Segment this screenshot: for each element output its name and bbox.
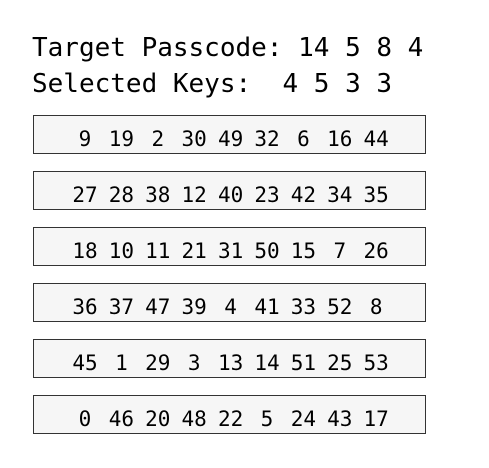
key-button[interactable]: 30 (181, 127, 207, 151)
key-button[interactable]: 45 (72, 351, 98, 375)
key-button[interactable]: 23 (254, 183, 280, 207)
key-button[interactable]: 47 (145, 295, 171, 319)
keypad-row: 45 1 29 3 13 14 51 25 53 (33, 339, 426, 378)
key-button[interactable]: 26 (363, 239, 389, 263)
key-button[interactable]: 29 (145, 351, 171, 375)
key-button[interactable]: 24 (290, 407, 317, 431)
key-button[interactable]: 39 (181, 295, 207, 319)
key-button[interactable]: 51 (290, 351, 317, 375)
key-button[interactable]: 35 (363, 183, 389, 207)
key-button[interactable]: 50 (254, 239, 280, 263)
key-button[interactable]: 10 (108, 239, 135, 263)
key-button[interactable]: 6 (297, 127, 310, 151)
key-button[interactable]: 11 (145, 239, 171, 263)
key-button[interactable]: 41 (254, 295, 280, 319)
key-button[interactable]: 17 (363, 407, 389, 431)
key-button[interactable]: 48 (181, 407, 207, 431)
target-passcode-label: Target Passcode: (32, 33, 283, 63)
key-button[interactable]: 1 (115, 351, 128, 375)
key-button[interactable]: 16 (327, 127, 353, 151)
key-button[interactable]: 7 (333, 239, 347, 263)
key-button[interactable]: 20 (145, 407, 171, 431)
key-button[interactable]: 40 (217, 183, 244, 207)
key-button[interactable]: 2 (151, 127, 165, 151)
selected-keys-label: Selected Keys: (32, 69, 252, 99)
keypad-row: 36 37 47 39 4 41 33 52 8 (33, 283, 426, 322)
target-passcode-line: Target Passcode: 14 5 8 4 (32, 33, 423, 63)
key-button[interactable]: 5 (260, 407, 274, 431)
key-button[interactable]: 49 (217, 127, 244, 151)
keypad-row: 0 46 20 48 22 5 24 43 17 (33, 395, 426, 434)
key-button[interactable]: 9 (78, 127, 92, 151)
keypad-row: 9 19 2 30 49 32 6 16 44 (33, 115, 426, 154)
keypad-row: 27 28 38 12 40 23 42 34 35 (33, 171, 426, 210)
key-button[interactable]: 19 (108, 127, 135, 151)
key-button[interactable]: 44 (363, 127, 389, 151)
key-button[interactable]: 28 (108, 183, 135, 207)
key-button[interactable]: 31 (217, 239, 244, 263)
key-button[interactable]: 34 (327, 183, 353, 207)
key-button[interactable]: 22 (217, 407, 244, 431)
key-button[interactable]: 36 (72, 295, 98, 319)
key-button[interactable]: 32 (254, 127, 280, 151)
keypad-row: 18 10 11 21 31 50 15 7 26 (33, 227, 426, 266)
key-button[interactable]: 33 (290, 295, 317, 319)
key-button[interactable]: 38 (145, 183, 171, 207)
selected-keys-line: Selected Keys: 4 5 3 3 (32, 69, 392, 99)
key-button[interactable]: 13 (217, 351, 244, 375)
target-passcode-value: 14 5 8 4 (298, 33, 424, 63)
key-button[interactable]: 46 (108, 407, 135, 431)
key-button[interactable]: 14 (254, 351, 280, 375)
key-button[interactable]: 43 (327, 407, 353, 431)
key-button[interactable]: 25 (327, 351, 353, 375)
selected-keys-value: 4 5 3 3 (282, 69, 393, 99)
key-button[interactable]: 52 (327, 295, 353, 319)
key-button[interactable]: 15 (290, 239, 317, 263)
key-button[interactable]: 42 (290, 183, 317, 207)
key-button[interactable]: 12 (181, 183, 207, 207)
key-button[interactable]: 8 (369, 295, 383, 319)
key-button[interactable]: 3 (187, 351, 201, 375)
key-button[interactable]: 18 (72, 239, 98, 263)
key-button[interactable]: 37 (108, 295, 135, 319)
key-button[interactable]: 27 (72, 183, 98, 207)
key-button[interactable]: 21 (181, 239, 207, 263)
key-button[interactable]: 53 (363, 351, 389, 375)
key-button[interactable]: 0 (78, 407, 92, 431)
key-button[interactable]: 4 (224, 295, 237, 319)
